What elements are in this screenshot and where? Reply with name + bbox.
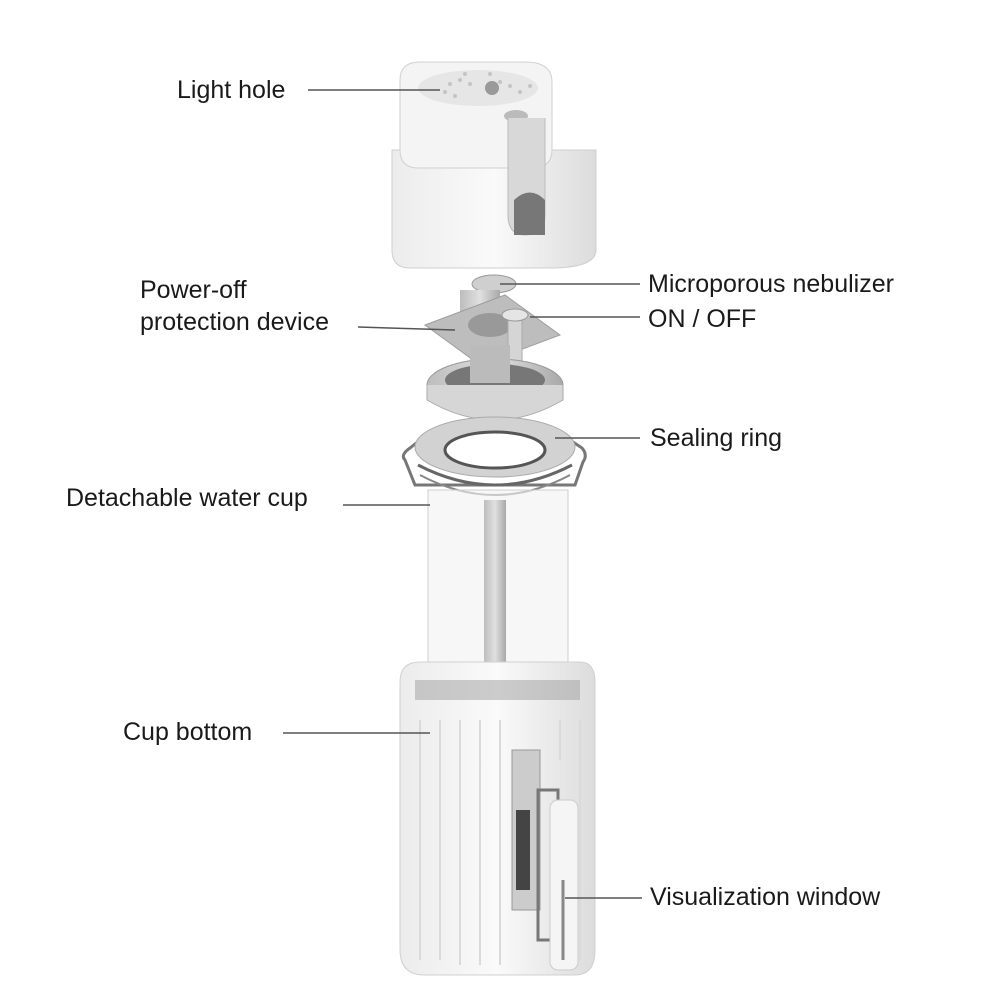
label-power-off-line1: Power-off bbox=[140, 276, 247, 304]
label-on-off: ON / OFF bbox=[648, 305, 757, 333]
label-sealing-ring: Sealing ring bbox=[650, 424, 783, 452]
nebulizer-assembly bbox=[423, 274, 564, 421]
label-visualization-window: Visualization window bbox=[650, 883, 881, 911]
label-nebulizer: Microporous nebulizer bbox=[648, 270, 894, 298]
label-cup-bottom: Cup bottom bbox=[123, 718, 253, 746]
label-water-cup: Detachable water cup bbox=[66, 484, 308, 512]
top-cap bbox=[391, 61, 597, 269]
label-light-hole: Light hole bbox=[177, 76, 286, 104]
sealing-ring bbox=[401, 416, 587, 496]
leader-lines bbox=[283, 89, 642, 899]
label-power-off-line2: protection device bbox=[140, 308, 330, 336]
cup-bottom bbox=[399, 661, 596, 976]
leader-power-off bbox=[357, 326, 456, 331]
water-cup bbox=[427, 489, 569, 690]
